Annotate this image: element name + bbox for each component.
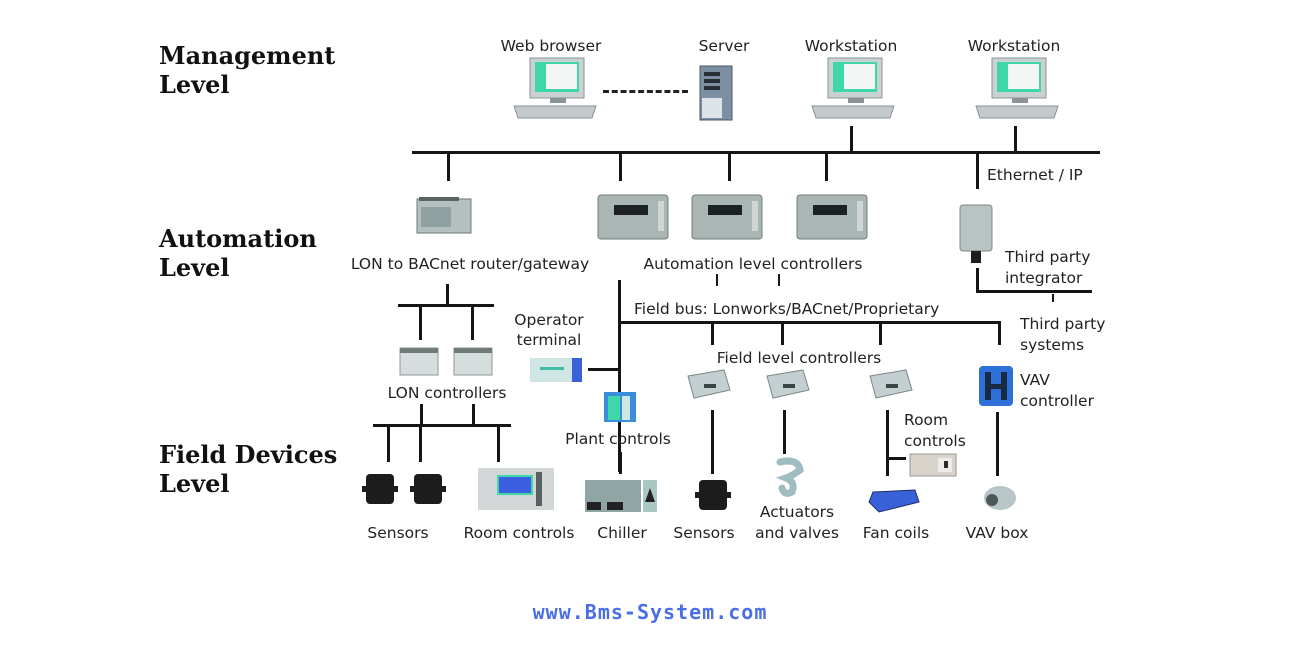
actuators-valves-label: Actuators and valves bbox=[755, 503, 839, 542]
automation-controller-1-icon bbox=[597, 194, 669, 240]
website-url-link[interactable]: www.Bms-System.com bbox=[532, 600, 768, 624]
plant-controls-icon bbox=[604, 392, 636, 422]
workstation-2-label: Workstation bbox=[967, 37, 1061, 55]
server-tower-icon bbox=[699, 65, 733, 121]
room-controls-right-icon bbox=[909, 453, 957, 477]
workstation-2-drop bbox=[1014, 126, 1017, 153]
field-controller-3-icon bbox=[869, 369, 913, 399]
lon-controller-1-down bbox=[420, 404, 423, 426]
plant-controls-label: Plant controls bbox=[565, 430, 671, 448]
field-bus-line bbox=[618, 321, 1001, 324]
automation-controller-3-icon bbox=[796, 194, 868, 240]
sensor-2-drop bbox=[419, 424, 422, 462]
web-browser-server-link bbox=[603, 90, 688, 93]
room-controls-right-label: Room controls bbox=[904, 411, 966, 450]
actuators-link bbox=[783, 410, 786, 454]
integrator-bus-line bbox=[976, 290, 1092, 293]
ethernet-ip-label: Ethernet / IP bbox=[987, 166, 1083, 184]
room-controls-left-drop bbox=[497, 424, 500, 462]
plant-chiller-link bbox=[619, 452, 622, 474]
lon-controller-2-drop bbox=[471, 304, 474, 340]
management-level-heading: Management Level bbox=[159, 41, 336, 99]
lon-controller-2-down bbox=[472, 404, 475, 426]
web-browser-label: Web browser bbox=[500, 37, 602, 55]
field-level-controllers-label: Field level controllers bbox=[716, 349, 882, 367]
field-controller-2-icon bbox=[766, 369, 810, 399]
vav-box-link bbox=[996, 412, 999, 476]
integrator-drop bbox=[976, 151, 979, 189]
third-party-integrator-label: Third party integrator bbox=[1005, 248, 1091, 287]
sensor-1-icon bbox=[362, 474, 398, 504]
lon-controller-1-icon bbox=[399, 347, 439, 376]
sensor-mid-icon bbox=[695, 480, 731, 510]
lon-field-bus-line bbox=[373, 424, 511, 427]
sensors-mid-label: Sensors bbox=[673, 524, 735, 542]
room-controls-left-label: Room controls bbox=[463, 524, 575, 542]
room-controls-right-link bbox=[886, 457, 906, 460]
workstation-2-computer-icon bbox=[975, 57, 1059, 119]
operator-terminal-label: Operator terminal bbox=[514, 311, 584, 349]
lon-controller-2-icon bbox=[453, 347, 493, 376]
router-drop bbox=[447, 151, 450, 181]
router-label: LON to BACnet router/gateway bbox=[350, 255, 590, 273]
field-controller-1-icon bbox=[687, 369, 731, 399]
fan-coils-icon bbox=[868, 489, 920, 513]
fan-coils-link bbox=[886, 410, 889, 476]
chiller-label: Chiller bbox=[597, 524, 647, 542]
sensor-2-icon bbox=[410, 474, 446, 504]
server-label: Server bbox=[698, 37, 750, 55]
sensor-1-drop bbox=[387, 424, 390, 462]
field-bus-trunk bbox=[618, 280, 621, 472]
automation-controller-2-icon bbox=[691, 194, 763, 240]
workstation-1-drop bbox=[850, 126, 853, 153]
actuators-valves-icon bbox=[775, 457, 804, 497]
vav-controller-drop bbox=[998, 321, 1001, 345]
controller-bus-tick-2 bbox=[778, 274, 780, 286]
third-party-systems-link bbox=[1052, 294, 1054, 302]
integrator-output-line bbox=[976, 268, 979, 292]
vav-box-icon bbox=[984, 486, 1016, 510]
vav-controller-icon bbox=[979, 366, 1013, 406]
workstation-1-computer-icon bbox=[811, 57, 895, 119]
controller-1-drop bbox=[619, 151, 622, 181]
operator-terminal-icon bbox=[530, 358, 582, 382]
controller-2-drop bbox=[728, 151, 731, 181]
fan-coils-label: Fan coils bbox=[862, 524, 930, 542]
field-controller-2-drop bbox=[781, 321, 784, 345]
automation-controllers-label: Automation level controllers bbox=[643, 255, 863, 273]
third-party-systems-label: Third party systems bbox=[1020, 315, 1106, 354]
lon-bus-line bbox=[398, 304, 494, 307]
controller-bus-tick-1 bbox=[716, 274, 718, 286]
vav-box-label: VAV box bbox=[965, 524, 1029, 542]
third-party-integrator-icon bbox=[959, 204, 993, 263]
vav-controller-label: VAV controller bbox=[1020, 371, 1094, 410]
router-lon-drop bbox=[446, 284, 449, 306]
workstation-1-label: Workstation bbox=[804, 37, 898, 55]
field-bus-label: Field bus: Lonworks/BACnet/Proprietary bbox=[634, 300, 940, 318]
lon-controller-1-drop bbox=[419, 304, 422, 340]
sensors-left-label: Sensors bbox=[367, 524, 429, 542]
chiller-icon bbox=[585, 480, 657, 512]
lon-bacnet-router-icon bbox=[416, 197, 472, 234]
sensor-mid-link bbox=[711, 410, 714, 474]
room-controls-left-icon bbox=[478, 468, 554, 510]
field-controller-3-drop bbox=[879, 321, 882, 345]
field-devices-level-heading: Field Devices Level bbox=[159, 440, 338, 498]
controller-3-drop bbox=[825, 151, 828, 181]
field-controller-1-drop bbox=[711, 321, 714, 345]
automation-level-heading: Automation Level bbox=[159, 224, 317, 282]
operator-terminal-link bbox=[588, 368, 620, 371]
ethernet-backbone-line bbox=[412, 151, 1100, 154]
lon-controllers-label: LON controllers bbox=[387, 384, 507, 402]
web-browser-computer-icon bbox=[513, 57, 597, 119]
